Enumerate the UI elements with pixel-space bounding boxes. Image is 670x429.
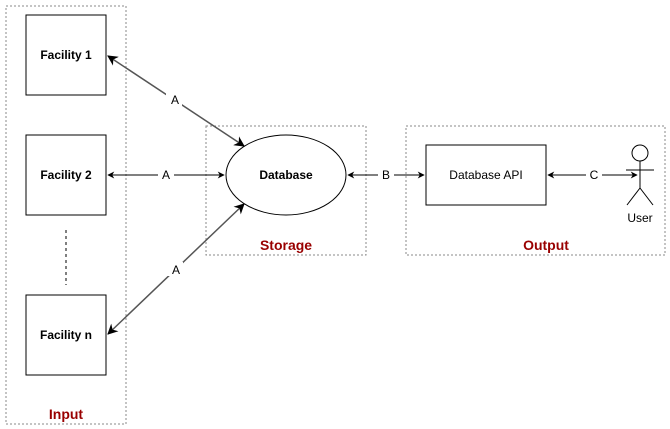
storage-group-label: Storage — [260, 237, 312, 253]
edge-label-bg — [158, 168, 174, 182]
facility-2-box[interactable] — [25, 134, 107, 216]
output-container — [405, 125, 666, 256]
edge-label-bg — [378, 168, 394, 182]
edge-label-bg — [166, 92, 182, 106]
database-api-box[interactable] — [425, 144, 547, 206]
user-actor-icon[interactable] — [626, 144, 654, 206]
input-group-label: Input — [49, 406, 84, 422]
facility-n-box[interactable] — [25, 294, 107, 376]
storage-container — [205, 125, 367, 256]
database-label: Database — [259, 168, 313, 182]
output-group-label: Output — [523, 237, 569, 253]
facility-1-label: Facility 1 — [40, 48, 92, 62]
edge-label-facility2-database: A — [162, 168, 170, 182]
user-label: User — [627, 211, 652, 225]
edge-label-facility1-database: A — [171, 93, 179, 107]
database-api-label: Database API — [449, 168, 522, 182]
facility-2-label: Facility 2 — [40, 168, 92, 182]
edge-label-bg — [167, 262, 183, 276]
edge-label-database-api: B — [382, 168, 390, 182]
facility-1-box[interactable] — [25, 14, 107, 96]
facility-n-label: Facility n — [40, 328, 92, 342]
edge-label-facilityn-database: A — [172, 263, 180, 277]
edge-label-api-user: C — [590, 168, 599, 182]
edge-label-bg — [586, 168, 602, 182]
database-node[interactable] — [225, 134, 347, 216]
